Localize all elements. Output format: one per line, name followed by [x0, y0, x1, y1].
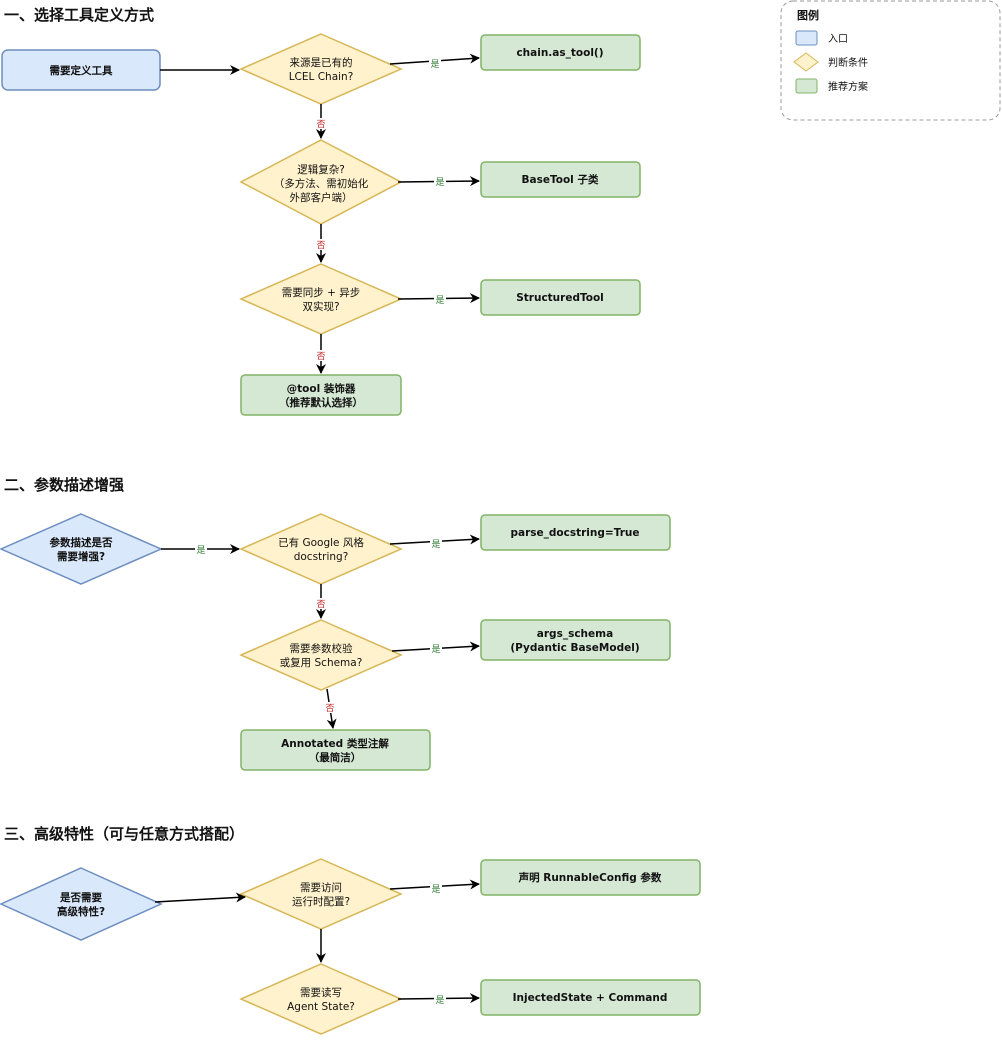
svg-text:需要访问: 需要访问 — [300, 881, 342, 894]
section-3-edge-labels: 是 是 — [430, 883, 446, 1006]
result-injected-state: InjectedState + Command — [480, 979, 701, 1016]
legend-title: 图例 — [797, 8, 819, 22]
decision-param-validation: 需要参数校验 或复用 Schema? — [239, 619, 403, 691]
svg-text:（最简洁）: （最简洁） — [309, 751, 362, 764]
result-args-schema: args_schema (Pydantic BaseModel) — [480, 619, 671, 661]
section-2-title: 二、参数描述增强 — [4, 476, 124, 494]
svg-text:LCEL Chain?: LCEL Chain? — [289, 71, 354, 83]
svg-text:是: 是 — [430, 59, 439, 70]
legend-result-label: 推荐方案 — [828, 80, 868, 93]
svg-text:Agent State?: Agent State? — [287, 1001, 355, 1013]
result-structuredtool: StructuredTool — [480, 279, 641, 316]
svg-text:否: 否 — [325, 703, 334, 714]
legend-decision-swatch — [793, 52, 819, 72]
legend: 图例 入口 判断条件 推荐方案 — [780, 0, 1001, 121]
decision-runtime-config: 需要访问 运行时配置? — [239, 858, 403, 930]
section-1-edge-labels: 是 否 是 否 是 否 — [315, 58, 446, 362]
result-chain-as-tool: chain.as_tool() — [480, 34, 641, 71]
svg-text:否: 否 — [316, 119, 325, 130]
svg-text:否: 否 — [316, 599, 325, 610]
result-annotated: Annotated 类型注解 （最简洁） — [240, 729, 431, 771]
svg-text:Annotated 类型注解: Annotated 类型注解 — [281, 737, 389, 750]
svg-text:是: 是 — [435, 295, 444, 306]
svg-text:需要增强?: 需要增强? — [57, 550, 105, 563]
svg-text:StructuredTool: StructuredTool — [516, 292, 604, 304]
result-parse-docstring: parse_docstring=True — [480, 514, 671, 551]
svg-text:InjectedState + Command: InjectedState + Command — [513, 992, 668, 1004]
svg-text:或复用 Schema?: 或复用 Schema? — [280, 656, 363, 669]
result-basetool-subclass: BaseTool 子类 — [480, 161, 641, 198]
svg-text:是: 是 — [435, 177, 444, 188]
svg-text:(Pydantic BaseModel): (Pydantic BaseModel) — [510, 642, 639, 654]
svg-text:已有 Google 风格: 已有 Google 风格 — [278, 536, 364, 549]
legend-result-swatch — [795, 78, 818, 94]
result-runnable-config: 声明 RunnableConfig 参数 — [480, 859, 701, 896]
result-tool-decorator: @tool 装饰器 （推荐默认选择） — [240, 374, 402, 416]
svg-text:chain.as_tool(): chain.as_tool() — [516, 47, 603, 59]
entry-param-enhance: 参数描述是否 需要增强? — [0, 513, 163, 585]
svg-text:需要读写: 需要读写 — [300, 986, 342, 999]
decision-complex-logic: 逻辑复杂? （多方法、需初始化 外部客户端） — [239, 139, 403, 225]
svg-text:是否需要: 是否需要 — [59, 892, 102, 904]
svg-text:来源是已有的: 来源是已有的 — [290, 56, 353, 69]
decision-agent-state: 需要读写 Agent State? — [239, 963, 403, 1035]
decision-google-docstring: 已有 Google 风格 docstring? — [239, 513, 403, 585]
svg-text:需要参数校验: 需要参数校验 — [290, 642, 353, 655]
svg-text:高级特性?: 高级特性? — [57, 905, 105, 918]
svg-text:是: 是 — [435, 995, 444, 1006]
svg-text:是: 是 — [431, 644, 440, 655]
svg-text:否: 否 — [316, 351, 325, 362]
decision-lcel-chain: 来源是已有的 LCEL Chain? — [239, 33, 403, 105]
legend-decision-label: 判断条件 — [828, 56, 868, 69]
section-3-title: 三、高级特性（可与任意方式搭配） — [4, 825, 244, 843]
section-1-title: 一、选择工具定义方式 — [4, 6, 154, 24]
section-2-edge-labels: 是 是 否 是 否 — [195, 538, 442, 714]
svg-text:args_schema: args_schema — [537, 628, 613, 640]
svg-text:双实现?: 双实现? — [302, 300, 339, 313]
svg-text:是: 是 — [431, 884, 440, 895]
svg-text:运行时配置?: 运行时配置? — [292, 895, 350, 908]
svg-text:否: 否 — [316, 240, 325, 251]
legend-entry-label: 入口 — [828, 34, 848, 45]
svg-text:@tool 装饰器: @tool 装饰器 — [287, 382, 356, 395]
svg-text:（推荐默认选择）: （推荐默认选择） — [279, 396, 363, 409]
svg-text:需要定义工具: 需要定义工具 — [50, 64, 113, 77]
decision-sync-async: 需要同步 + 异步 双实现? — [239, 263, 403, 335]
svg-text:是: 是 — [196, 545, 205, 556]
svg-text:parse_docstring=True: parse_docstring=True — [511, 527, 640, 539]
svg-text:是: 是 — [431, 539, 440, 550]
svg-text:BaseTool 子类: BaseTool 子类 — [522, 173, 599, 186]
svg-text:docstring?: docstring? — [294, 551, 349, 563]
svg-text:外部客户端）: 外部客户端） — [290, 191, 353, 204]
svg-text:逻辑复杂?: 逻辑复杂? — [297, 163, 345, 176]
legend-entry-swatch — [795, 30, 818, 46]
svg-text:需要同步 + 异步: 需要同步 + 异步 — [282, 287, 360, 299]
svg-text:参数描述是否: 参数描述是否 — [50, 536, 113, 549]
svg-text:声明 RunnableConfig 参数: 声明 RunnableConfig 参数 — [518, 871, 662, 884]
entry-define-tool: 需要定义工具 — [1, 49, 161, 91]
entry-advanced-features: 是否需要 高级特性? — [0, 867, 163, 941]
svg-text:（多方法、需初始化: （多方法、需初始化 — [274, 177, 369, 190]
